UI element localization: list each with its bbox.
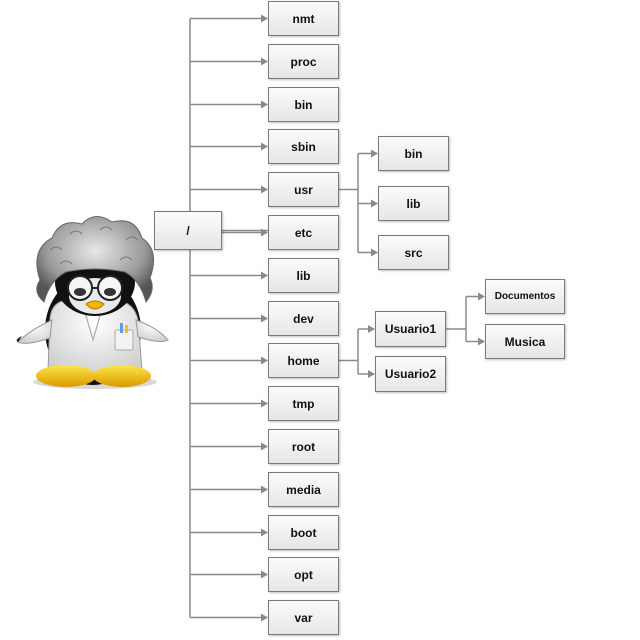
arrow-home-usuario2 <box>368 370 375 378</box>
arrow-etc <box>261 228 268 237</box>
dir-node-dev-label: dev <box>293 311 314 326</box>
root-node-label: / <box>186 223 190 238</box>
arrow-nmt <box>261 14 268 23</box>
dir-node-etc: etc <box>268 215 339 250</box>
usuario1-child-musica: Musica <box>485 324 565 359</box>
arrow-proc <box>261 57 268 66</box>
usr-child-bin: bin <box>378 136 449 171</box>
dir-node-proc: proc <box>268 44 339 79</box>
home-child-usuario2-label: Usuario2 <box>384 367 437 381</box>
usr-child-src: src <box>378 235 449 270</box>
usr-child-lib: lib <box>378 186 449 221</box>
arrow-root <box>261 442 268 451</box>
arrow-sbin <box>261 142 268 151</box>
dir-node-bin-label: bin <box>294 97 313 112</box>
usr-child-lib-label: lib <box>406 196 421 211</box>
dir-node-root: root <box>268 429 339 464</box>
dir-node-proc-label: proc <box>290 54 317 69</box>
arrow-home <box>261 356 268 365</box>
dir-node-opt: opt <box>268 557 339 592</box>
dir-node-etc-label: etc <box>294 225 313 240</box>
usuario1-child-musica-label: Musica <box>504 334 546 349</box>
arrow-usr-src <box>371 248 378 257</box>
arrow-media <box>261 485 268 494</box>
dir-node-usr: usr <box>268 172 339 207</box>
dir-node-root-label: root <box>291 439 316 454</box>
arrow-usuario1-documentos <box>478 292 485 301</box>
dir-node-tmp-label: tmp <box>292 396 315 411</box>
arrow-usr-bin <box>371 149 378 158</box>
dir-node-usr-label: usr <box>294 182 313 197</box>
dir-node-media-label: media <box>286 482 321 497</box>
arrow-bin <box>261 100 268 109</box>
dir-node-sbin: sbin <box>268 129 339 164</box>
arrow-boot <box>261 528 268 537</box>
usr-child-src-label: src <box>404 245 423 260</box>
root-node: / <box>154 211 222 250</box>
scientist-penguin-icon <box>16 216 169 389</box>
dir-node-dev: dev <box>268 301 339 336</box>
arrow-dev <box>261 314 268 323</box>
home-child-usuario2: Usuario2 <box>375 356 446 392</box>
dir-node-nmt: nmt <box>268 1 339 36</box>
dir-node-boot-label: boot <box>290 525 317 540</box>
dir-node-home-label: home <box>287 353 320 368</box>
usuario1-child-documentos: Documentos <box>485 279 565 314</box>
arrow-var <box>261 613 268 622</box>
usuario1-child-documentos-label: Documentos <box>494 291 556 302</box>
arrow-usr <box>261 185 268 194</box>
dir-node-bin: bin <box>268 87 339 122</box>
arrow-lib <box>261 271 268 280</box>
usr-child-bin-label: bin <box>404 146 423 161</box>
home-child-usuario1: Usuario1 <box>375 311 446 347</box>
dir-node-tmp: tmp <box>268 386 339 421</box>
arrow-tmp <box>261 399 268 408</box>
arrow-usuario1-musica <box>478 337 485 346</box>
arrow-usr-lib <box>371 199 378 208</box>
dir-node-media: media <box>268 472 339 507</box>
dir-node-lib-label: lib <box>296 268 311 283</box>
dir-node-var: var <box>268 600 339 635</box>
dir-node-home: home <box>268 343 339 378</box>
dir-node-lib: lib <box>268 258 339 293</box>
dir-node-sbin-label: sbin <box>291 139 316 154</box>
dir-node-boot: boot <box>268 515 339 550</box>
dir-node-opt-label: opt <box>294 567 313 582</box>
arrow-home-usuario1 <box>368 325 375 333</box>
arrow-opt <box>261 570 268 579</box>
home-child-usuario1-label: Usuario1 <box>384 322 437 336</box>
dir-node-var-label: var <box>294 610 313 625</box>
dir-node-nmt-label: nmt <box>292 11 315 26</box>
